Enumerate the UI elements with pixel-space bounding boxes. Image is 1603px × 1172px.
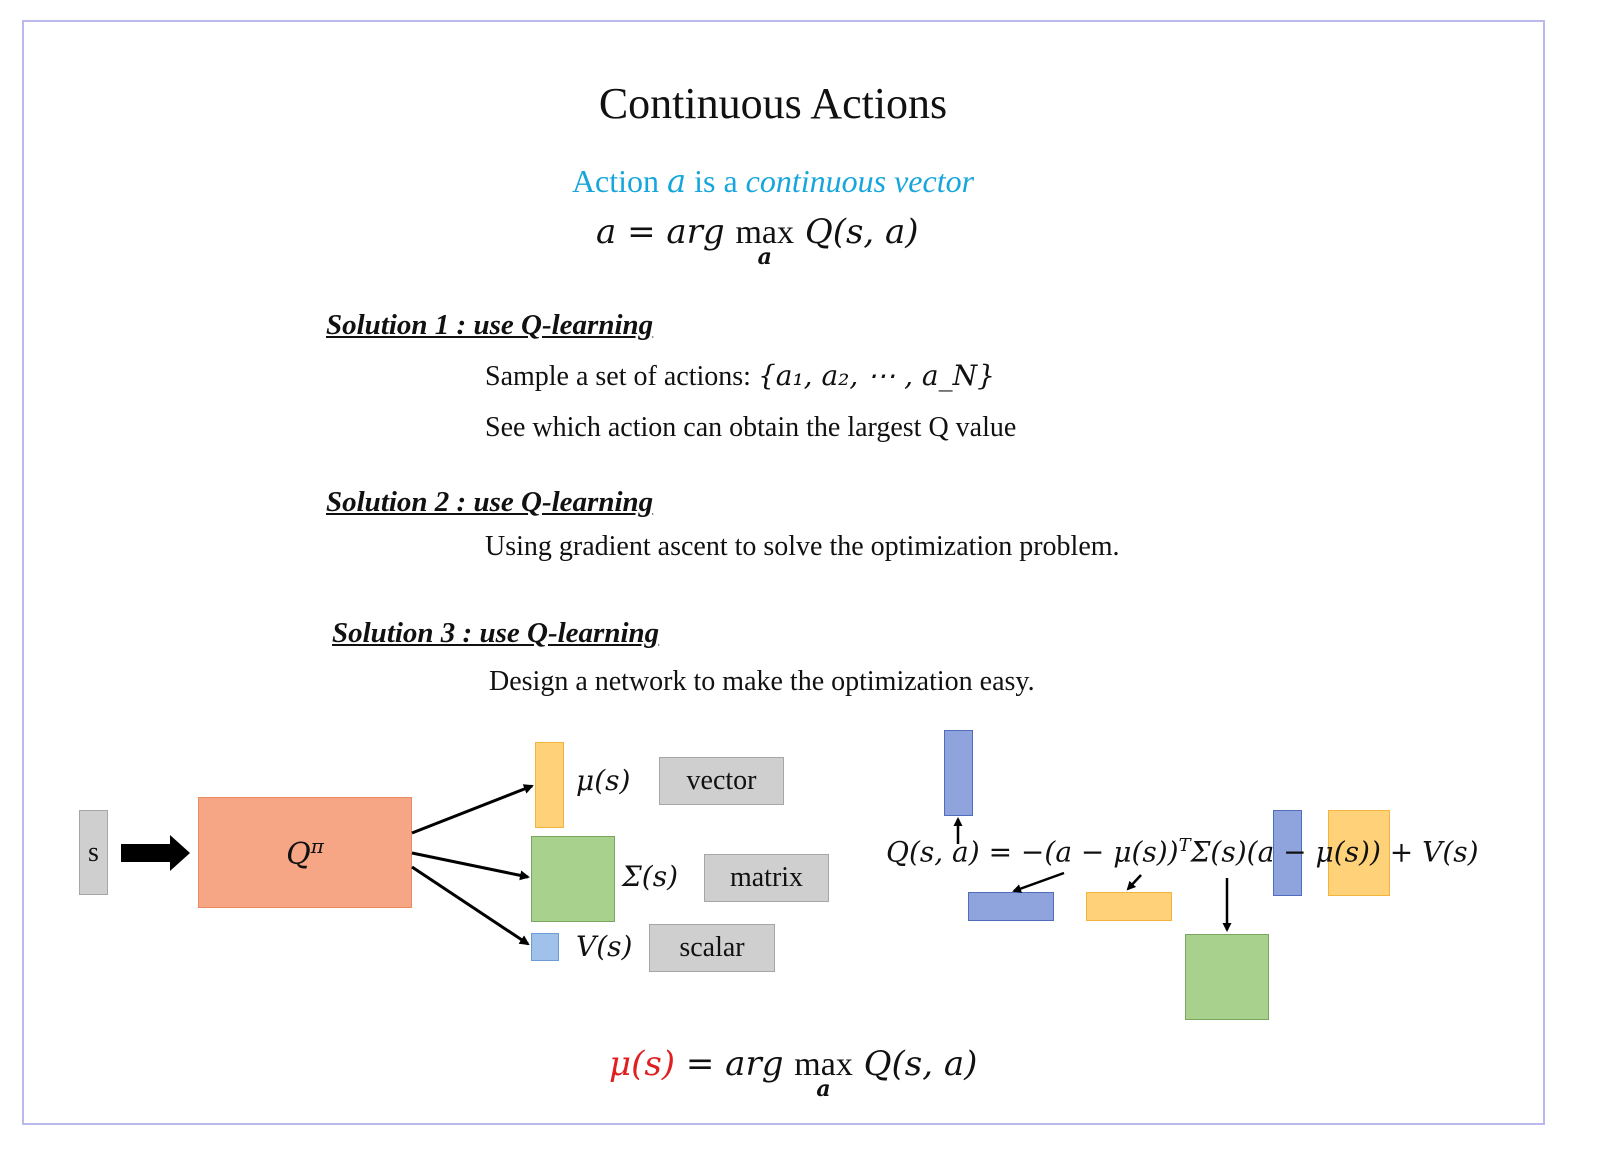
eq3-rhs: Q(s, a) xyxy=(852,1044,978,1084)
v-label: V(s) xyxy=(576,930,633,963)
slide-title: Continuous Actions xyxy=(598,79,948,128)
vector-tag: vector xyxy=(659,757,784,805)
eq3-max-sub: a xyxy=(816,1076,831,1102)
eq1-lhs: a = arg xyxy=(596,212,736,252)
slide-subtitle: Action a is a continuous vector xyxy=(24,162,1522,200)
subtitle-var: a xyxy=(667,162,687,200)
mu-row-box xyxy=(1086,892,1172,921)
solution3-line1: Design a network to make the optimizatio… xyxy=(489,666,1035,697)
input-s-label: s xyxy=(88,836,99,868)
a-row-box xyxy=(968,892,1054,921)
eq3-max-op: max xyxy=(794,1046,853,1083)
solution1-line1: Sample a set of actions: {a₁, a₂, ⋯ , a_… xyxy=(485,359,995,393)
a-column-box xyxy=(944,730,973,816)
vector-tag-label: vector xyxy=(686,765,757,796)
mu-col-box-2 xyxy=(1328,810,1390,896)
matrix-tag: matrix xyxy=(704,854,829,902)
q-network-box: Qπ xyxy=(198,797,412,908)
solution1-line1-text: Sample a set of actions: xyxy=(485,361,758,392)
solution1-line1-math: {a₁, a₂, ⋯ , a_N} xyxy=(757,359,995,392)
input-arrow xyxy=(121,835,190,871)
eq2-sup: T xyxy=(1178,835,1191,856)
scalar-tag: scalar xyxy=(649,924,775,972)
arrow-mu-row xyxy=(1126,874,1142,891)
solution3-heading: Solution 3 : use Q-learning xyxy=(332,617,660,649)
matrix-tag-label: matrix xyxy=(729,862,804,893)
arrow-to-sigma xyxy=(411,851,530,881)
input-s-box: s xyxy=(79,810,108,895)
eq1-max-sub: a xyxy=(757,244,772,270)
sigma-output-box xyxy=(531,836,615,922)
subtitle-prefix: Action xyxy=(571,163,668,199)
mu-label: μ(s) xyxy=(576,764,631,797)
v-output-box xyxy=(531,933,559,961)
sigma-matrix-box xyxy=(1185,934,1269,1020)
subtitle-emph: continuous vector xyxy=(745,163,975,199)
eq2-part6: ) + V(s) xyxy=(1369,835,1479,869)
q-label: Q xyxy=(286,836,311,872)
eq2-part1: Q(s, a) = −(a − μ(s)) xyxy=(886,835,1179,869)
mu-output-box xyxy=(535,742,564,828)
a-col-box-2 xyxy=(1273,810,1302,896)
eq1-max-op: max xyxy=(735,214,795,251)
q-network-label: Qπ xyxy=(286,834,324,872)
diagram-arrows xyxy=(121,784,1232,946)
solution2-heading: Solution 2 : use Q-learning xyxy=(326,486,654,518)
solution2-line1: Using gradient ascent to solve the optim… xyxy=(485,531,1120,562)
eq2-part4: − xyxy=(1274,835,1316,869)
eq2-part5: μ(s) xyxy=(1315,835,1370,869)
equation-q-decomposition: Q(s, a) = −(a − μ(s))TΣ(s)(a − μ(s)) + V… xyxy=(886,835,1479,868)
eq3-lhs: μ(s) xyxy=(609,1044,676,1084)
subtitle-middle: is a xyxy=(686,163,746,199)
q-sup: π xyxy=(310,833,324,858)
scalar-tag-label: scalar xyxy=(679,932,745,963)
eq2-part3: a xyxy=(1257,835,1275,869)
arrow-to-mu xyxy=(411,784,534,835)
slide-frame: Continuous Actions Action a is a continu… xyxy=(22,20,1545,1125)
eq3-mid: = arg xyxy=(675,1044,795,1084)
solution1-line2: See which action can obtain the largest … xyxy=(485,412,1017,443)
arrow-a-row xyxy=(1012,871,1065,893)
sigma-label: Σ(s) xyxy=(622,860,679,893)
arrow-to-v xyxy=(411,865,530,946)
solution1-heading: Solution 1 : use Q-learning xyxy=(326,309,654,341)
eq1-rhs: Q(s, a) xyxy=(794,212,919,252)
eq2-part2: Σ(s)( xyxy=(1190,835,1258,869)
